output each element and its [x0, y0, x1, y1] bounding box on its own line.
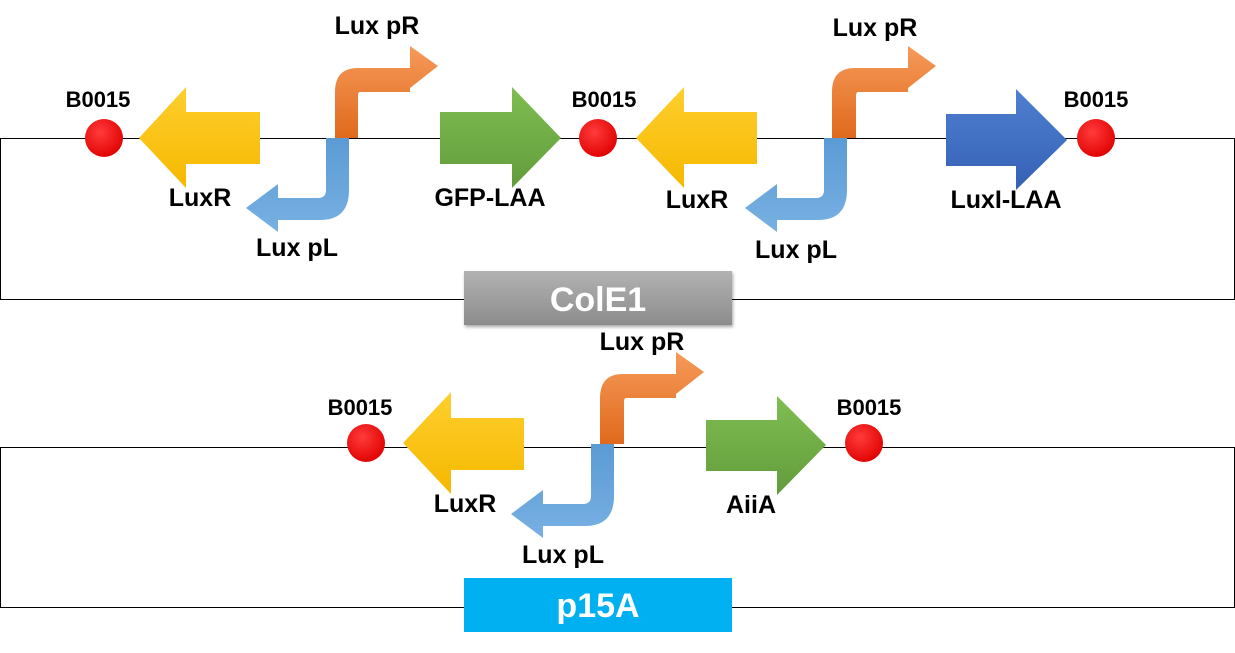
gfp-gene-arrow-icon [440, 87, 561, 188]
terminator-label: B0015 [66, 87, 131, 112]
gene-label-luxr: LuxR [434, 490, 497, 518]
promoter-left-label: Lux pL [256, 234, 338, 262]
gene-label-aiia: AiiA [726, 491, 776, 519]
terminator-icon [347, 424, 385, 462]
promoter-right-label: Lux pR [600, 328, 685, 356]
terminator-label: B0015 [837, 395, 902, 420]
promoter-right-label: Lux pR [335, 12, 420, 40]
promoter-right-label: Lux pR [833, 14, 918, 42]
terminator-label: B0015 [328, 395, 393, 420]
luxr-gene-arrow-icon [139, 87, 260, 188]
origin-box [464, 578, 732, 632]
promoter-left-icon [745, 138, 847, 232]
terminator-icon [1077, 119, 1115, 157]
plasmid-p15a: p15A B0015 B0015 LuxR Lux pR Lux pL AiiA [0, 328, 1235, 632]
terminator-icon [845, 424, 883, 462]
promoter-left-label: Lux pL [755, 236, 837, 264]
luxr-gene-arrow-icon [636, 87, 757, 188]
promoter-right-icon [335, 46, 438, 138]
plasmid-cole1: ColE1 B0015 B0015 B0015 LuxR Lux pR Lux … [0, 12, 1235, 325]
origin-label: p15A [556, 587, 639, 625]
terminator-label: B0015 [572, 87, 637, 112]
promoter-left-label: Lux pL [522, 541, 604, 569]
origin-box [464, 271, 732, 325]
gene-label-luxi: LuxI-LAA [950, 186, 1061, 214]
terminator-label: B0015 [1064, 87, 1129, 112]
gene-label-gfp: GFP-LAA [434, 184, 545, 212]
aiia-gene-arrow-icon [706, 396, 826, 495]
promoter-right-icon [832, 46, 936, 138]
terminator-icon [85, 119, 123, 157]
terminator-icon [579, 119, 617, 157]
origin-label: ColE1 [550, 281, 646, 319]
promoter-right-icon [600, 352, 704, 444]
promoter-left-icon [511, 444, 614, 538]
gene-label-luxr: LuxR [169, 184, 232, 212]
luxi-gene-arrow-icon [946, 89, 1067, 190]
promoter-left-icon [246, 138, 349, 232]
luxr-gene-arrow-icon [403, 392, 524, 494]
gene-label-luxr: LuxR [666, 186, 729, 214]
